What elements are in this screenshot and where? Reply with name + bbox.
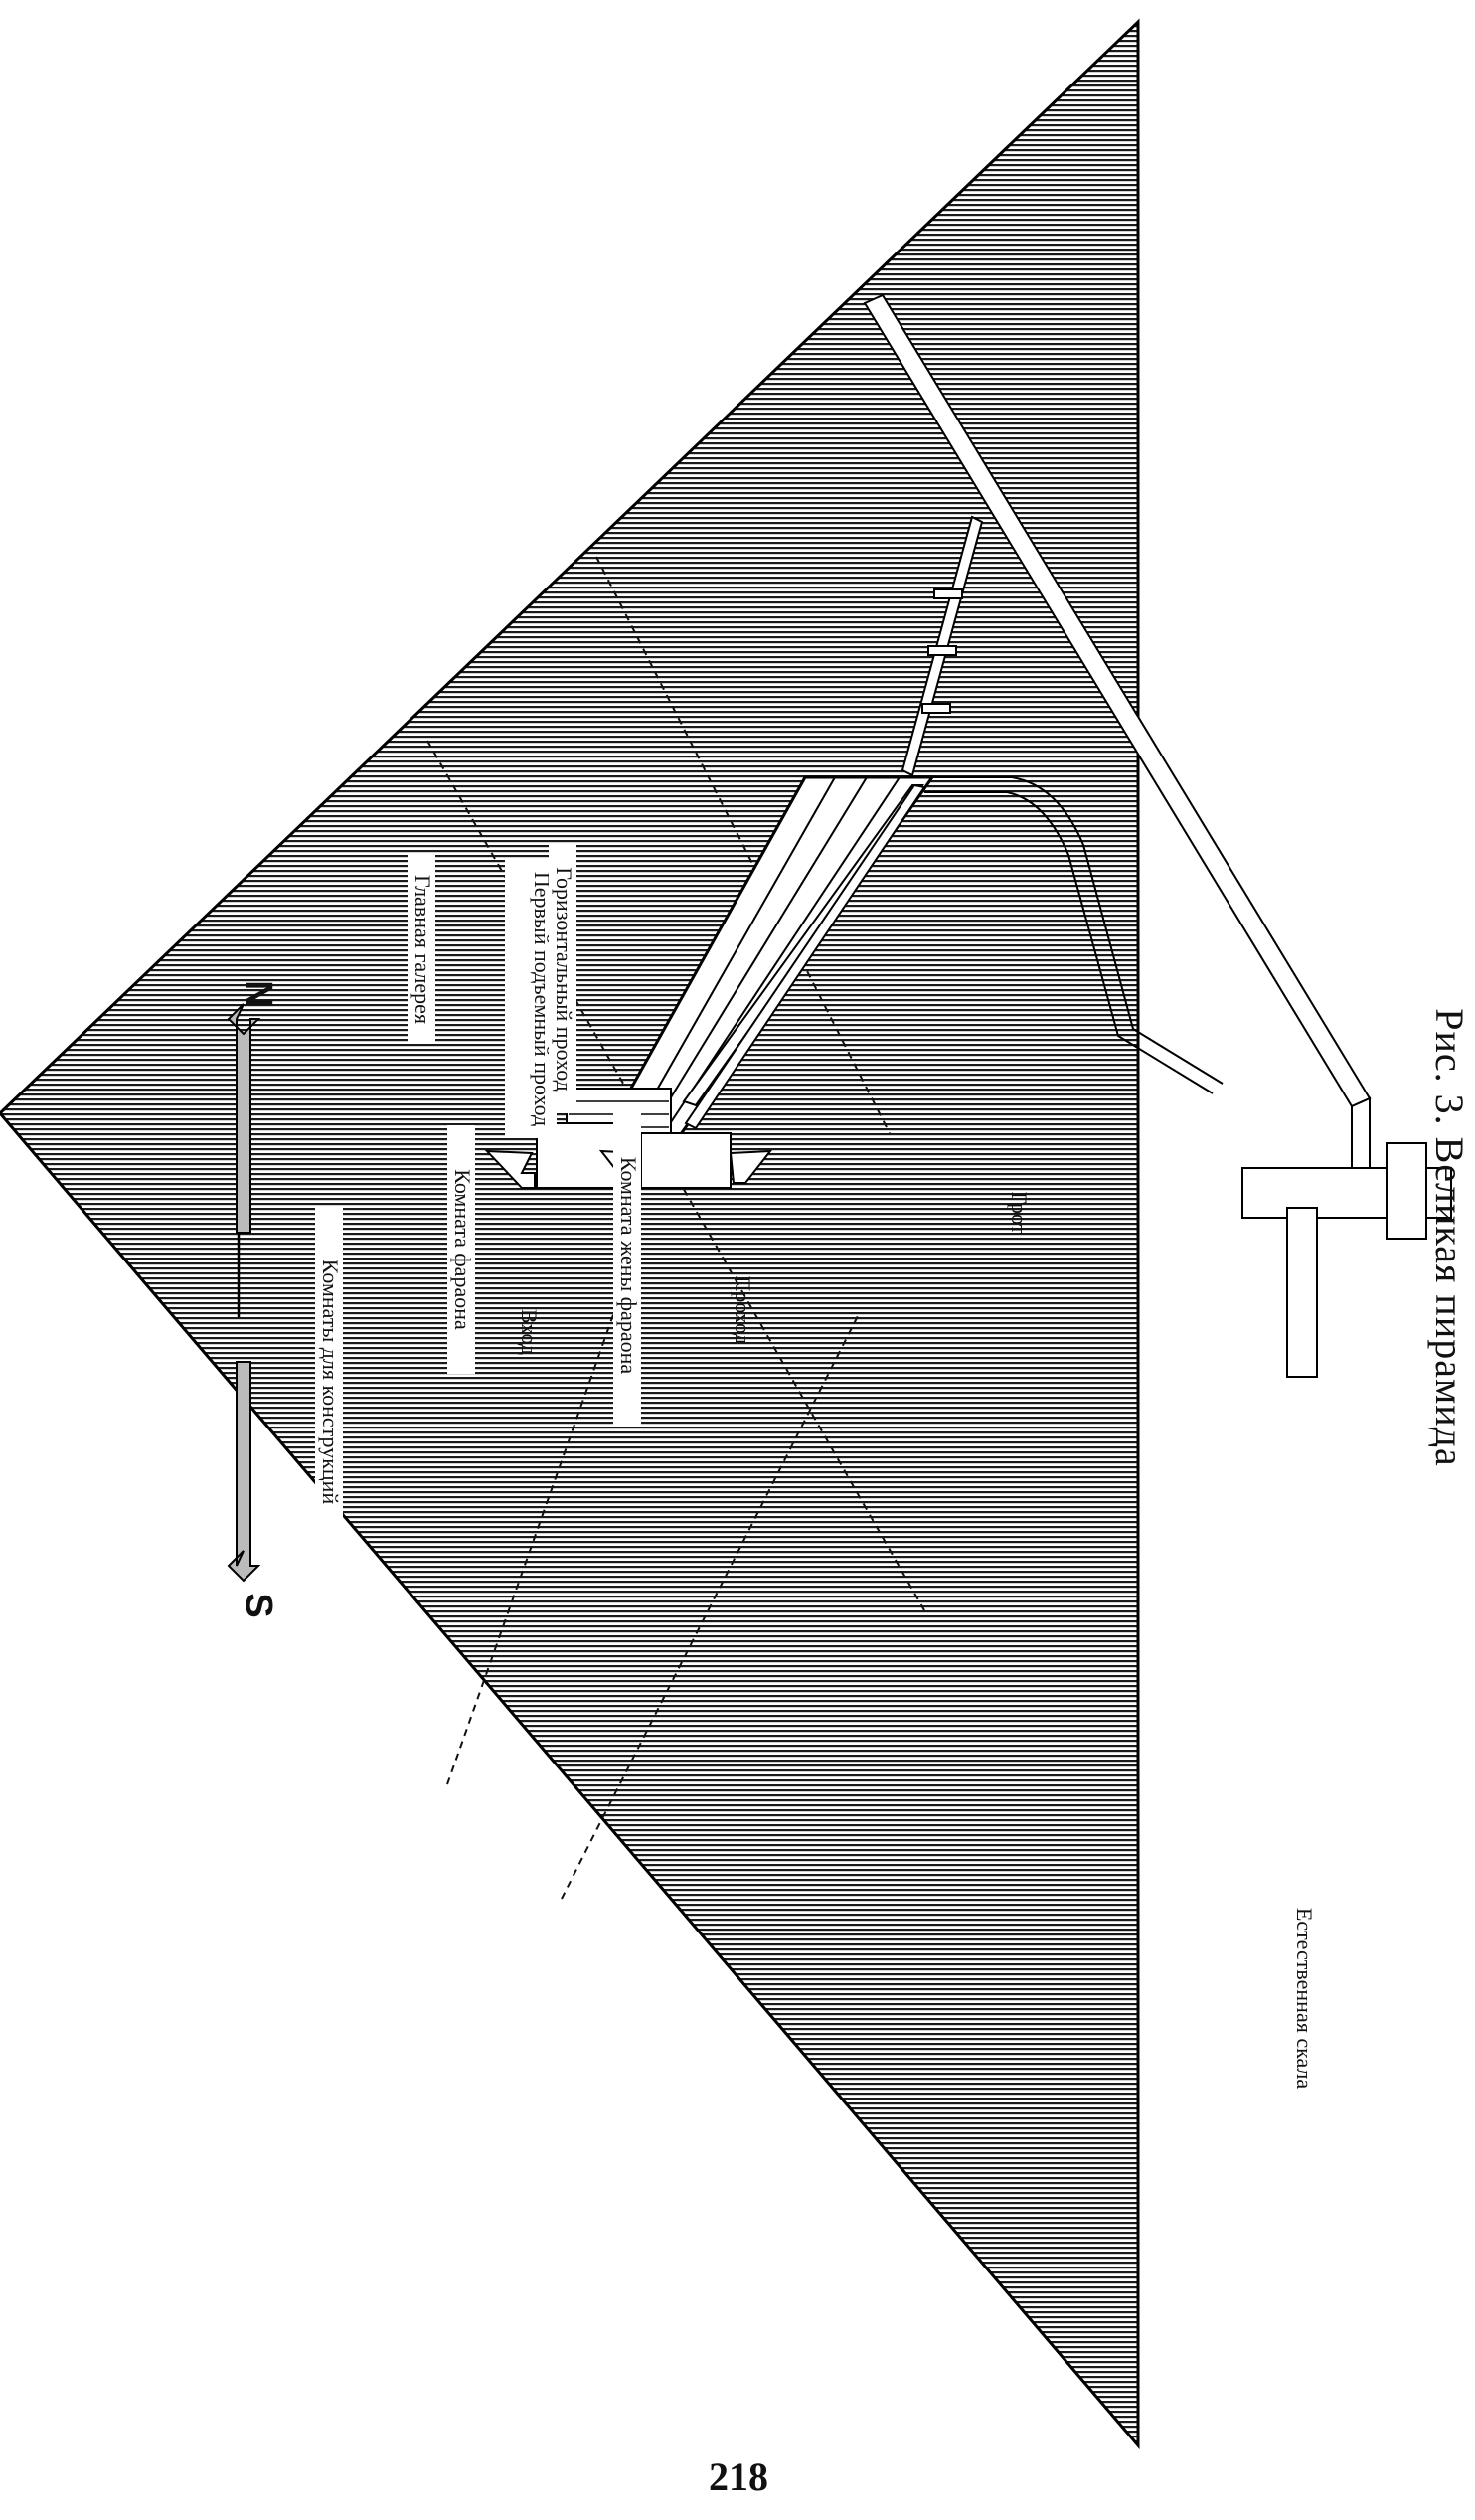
- compass-north-label: N: [238, 980, 279, 1007]
- figure-caption: Рис. 3. Великая пирамида: [1427, 1008, 1472, 1467]
- subterranean-chamber: [1241, 1142, 1452, 1378]
- horizontal-passage: [682, 783, 926, 1130]
- ascending-passage: [901, 515, 984, 777]
- descending-passage: [863, 293, 1372, 1169]
- label-bedrock: Естественная скала: [1292, 1908, 1317, 2090]
- label-grand-gallery: Главная галерея: [410, 875, 435, 1024]
- grotto-shaft: [924, 776, 1224, 1094]
- pyramid-body: [0, 18, 1140, 2450]
- dashed-lines: [426, 556, 925, 1900]
- label-construction-rooms: Комнаты для конструкций: [318, 1260, 343, 1505]
- label-entrance: Вход: [517, 1309, 542, 1355]
- compass: N S: [227, 980, 279, 1618]
- label-passage: Проход: [731, 1275, 755, 1344]
- label-kings-chamber: Комната фараона: [450, 1169, 475, 1330]
- labels: Вход Первый подъемный проход Проход Грот…: [315, 845, 1317, 2157]
- label-horizontal-passage: Горизонтальный проход: [552, 867, 576, 1092]
- compass-south-label: S: [238, 1593, 279, 1617]
- page-number: 218: [709, 2454, 768, 2499]
- compass-arrow-north: [227, 1003, 261, 1234]
- compass-arrow-south: [227, 1361, 261, 1583]
- label-grotto: Грот: [1007, 1192, 1032, 1235]
- label-queens-chamber: Комната жены фараона: [616, 1157, 641, 1374]
